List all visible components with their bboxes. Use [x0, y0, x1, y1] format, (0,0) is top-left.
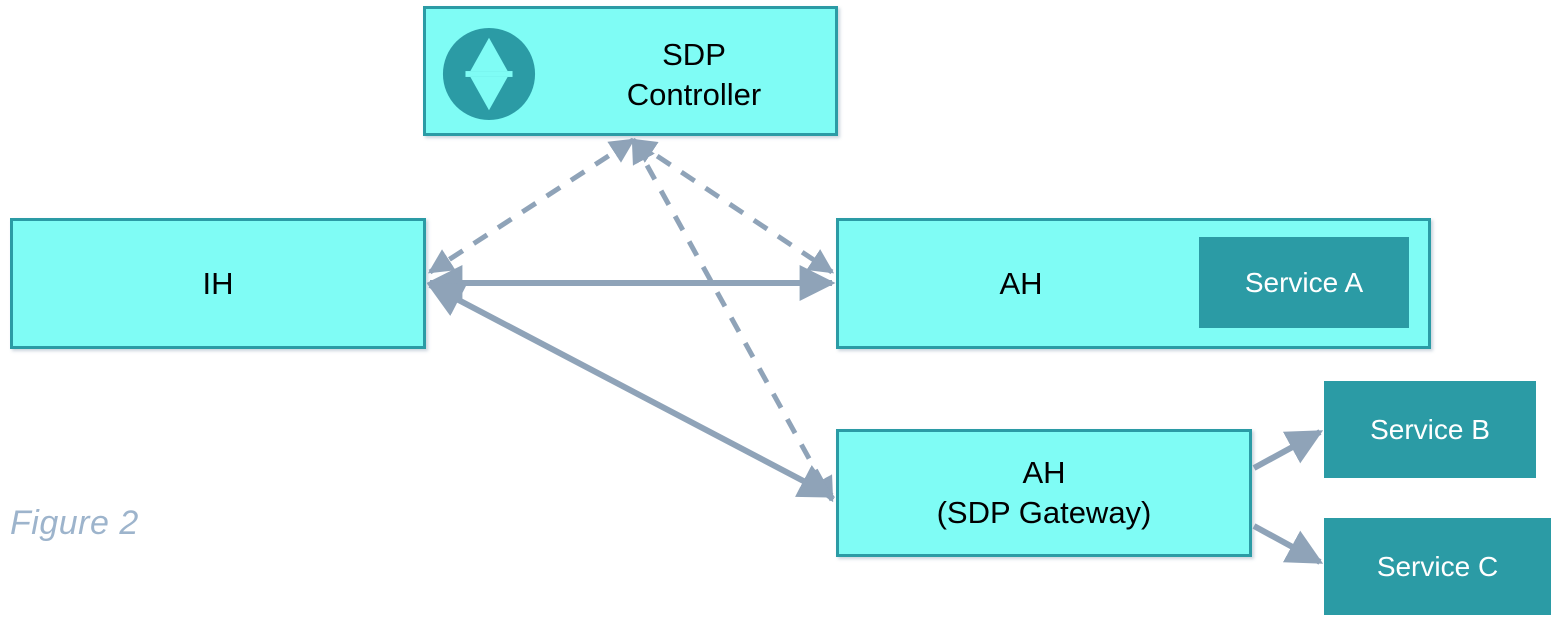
- node-ih-label: IH: [202, 265, 234, 301]
- node-service-a[interactable]: Service A: [1199, 237, 1409, 328]
- node-service-a-label: Service A: [1244, 266, 1364, 298]
- node-service-c[interactable]: Service C: [1324, 518, 1551, 615]
- node-service-c-label: Service C: [1376, 550, 1499, 582]
- node-service-b-label: Service B: [1370, 413, 1490, 445]
- edge-gateway-to-service-b: [1252, 429, 1324, 471]
- node-sdp-controller[interactable]: SDP Controller: [423, 6, 838, 136]
- edge-gateway-to-service-c: [1252, 523, 1324, 565]
- node-sdp-controller-label: SDP Controller: [626, 37, 762, 112]
- edge-ih-to-gateway: [426, 282, 836, 499]
- node-ah-label: AH: [999, 265, 1043, 301]
- edge-controller-to-gateway: [630, 137, 835, 503]
- edge-controller-to-ah: [630, 137, 835, 275]
- figure-caption: Figure 2: [10, 504, 139, 542]
- up-down-arrow-icon: [442, 27, 536, 121]
- node-service-b[interactable]: Service B: [1324, 381, 1536, 478]
- node-ih[interactable]: IH: [10, 218, 426, 349]
- node-ah-sdp-gateway-label: AH (SDP Gateway): [936, 454, 1152, 530]
- node-ah-sdp-gateway[interactable]: AH (SDP Gateway): [836, 429, 1252, 557]
- edge-controller-to-ih: [427, 137, 636, 275]
